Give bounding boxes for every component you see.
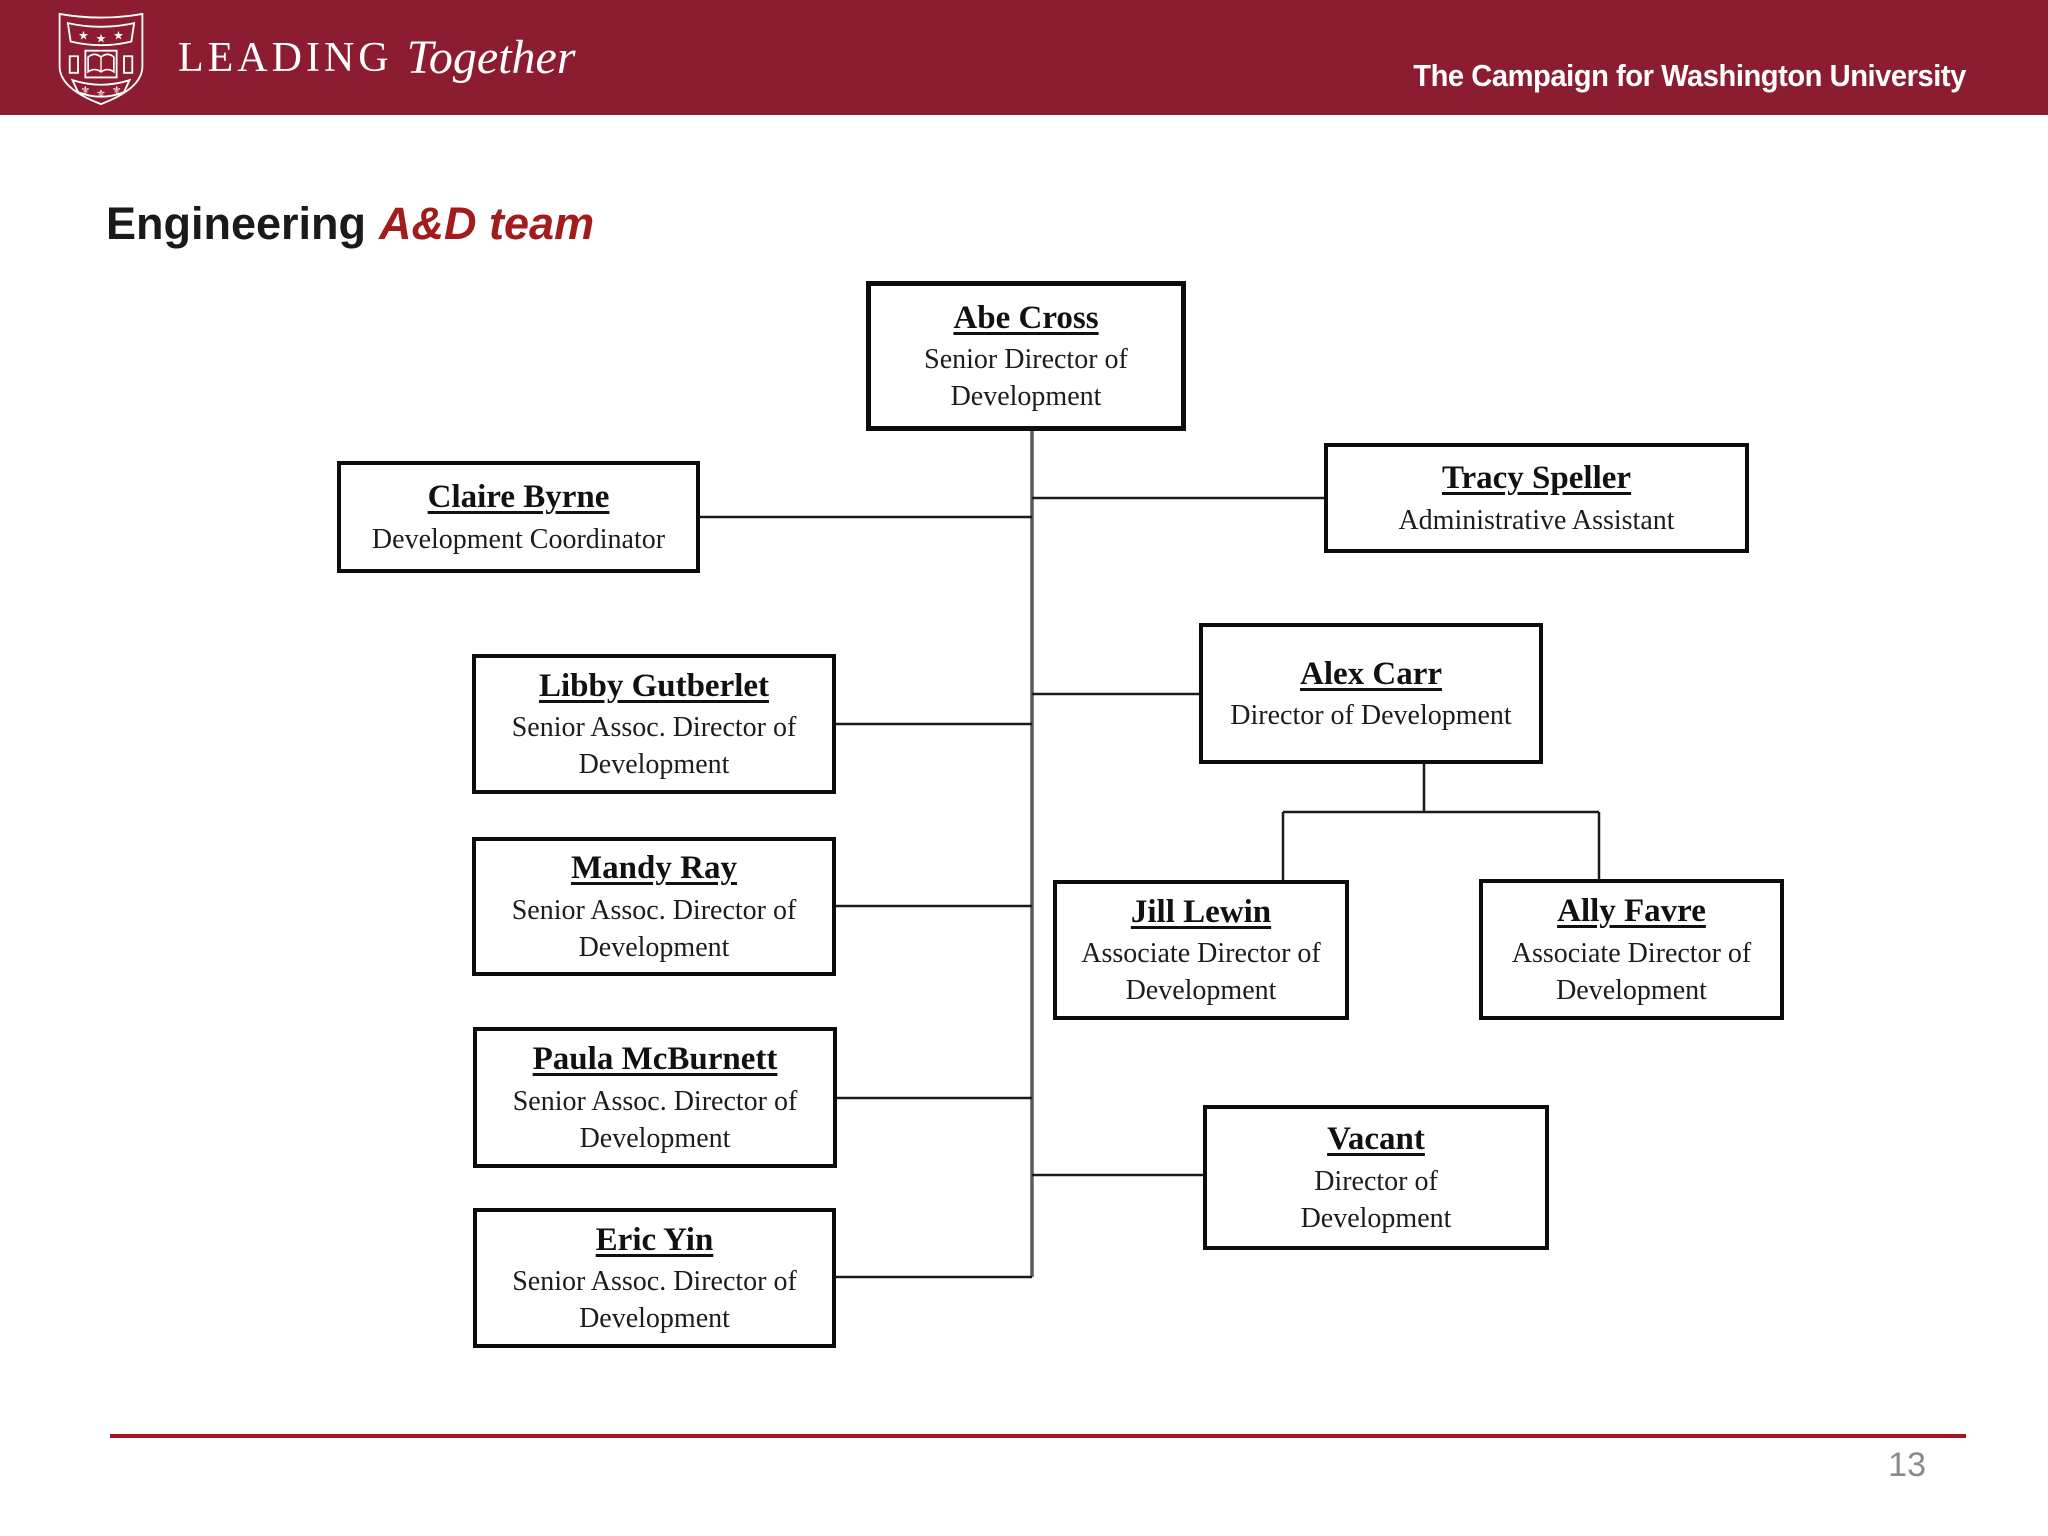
person-role: Senior Assoc. Director of Development bbox=[511, 894, 797, 963]
person-name: Mandy Ray bbox=[571, 850, 737, 887]
footer-divider-line bbox=[110, 1434, 1966, 1438]
person-role: Senior Assoc. Director of Development bbox=[512, 1085, 798, 1154]
svg-text:⚜: ⚜ bbox=[80, 84, 90, 97]
person-name: Alex Carr bbox=[1299, 655, 1443, 692]
person-name: Abe Cross bbox=[953, 299, 1099, 336]
svg-text:⚜: ⚜ bbox=[96, 88, 106, 101]
person-role: Associate Director of Development bbox=[1081, 938, 1321, 1007]
page-title-accent: A&D team bbox=[379, 198, 595, 249]
org-node-jill-lewin: Jill Lewin Associate Director of Develop… bbox=[1053, 880, 1349, 1020]
svg-text:★: ★ bbox=[113, 29, 124, 43]
person-name: Jill Lewin bbox=[1130, 893, 1272, 930]
person-role: Director of Development bbox=[1230, 700, 1512, 732]
org-node-libby-gutberlet: Libby Gutberlet Senior Assoc. Director o… bbox=[472, 654, 836, 794]
org-node-alex-carr: Alex Carr Director of Development bbox=[1199, 623, 1543, 764]
brand-leading: LEADING bbox=[178, 34, 393, 81]
org-node-claire-byrne: Claire Byrne Development Coordinator bbox=[337, 461, 700, 573]
campaign-title: The Campaign for Washington University bbox=[1413, 58, 1966, 93]
person-name: Eric Yin bbox=[595, 1221, 714, 1258]
org-node-mandy-ray: Mandy Ray Senior Assoc. Director of Deve… bbox=[472, 837, 836, 976]
org-node-abe-cross: Abe Cross Senior Director of Development bbox=[866, 281, 1186, 431]
campaign-logo-text: LEADING Together bbox=[178, 0, 576, 115]
washu-shield-icon: ★ ★ ★ ⚜ ⚜ ⚜ bbox=[58, 12, 144, 106]
person-role: Director of Development bbox=[1300, 1165, 1452, 1234]
person-name: Ally Favre bbox=[1557, 893, 1706, 930]
person-name: Vacant bbox=[1327, 1121, 1425, 1158]
brand-together: Together bbox=[406, 31, 576, 84]
person-role: Administrative Assistant bbox=[1398, 504, 1675, 536]
svg-text:★: ★ bbox=[78, 29, 89, 43]
org-node-ally-favre: Ally Favre Associate Director of Develop… bbox=[1479, 879, 1784, 1020]
org-node-paula-mcburnett: Paula McBurnett Senior Assoc. Director o… bbox=[473, 1027, 837, 1168]
page-title-plain: Engineering bbox=[106, 198, 367, 249]
person-role: Development Coordinator bbox=[371, 523, 666, 555]
person-role: Associate Director of Development bbox=[1511, 937, 1752, 1006]
person-role: Senior Director of Development bbox=[924, 344, 1128, 413]
org-node-eric-yin: Eric Yin Senior Assoc. Director of Devel… bbox=[473, 1208, 836, 1348]
svg-text:★: ★ bbox=[96, 31, 107, 45]
person-role: Senior Assoc. Director of Development bbox=[512, 1266, 797, 1335]
person-role: Senior Assoc. Director of Development bbox=[511, 712, 797, 781]
org-node-vacant: Vacant Director of Development bbox=[1203, 1105, 1549, 1250]
svg-text:⚜: ⚜ bbox=[112, 84, 122, 97]
person-name: Tracy Speller bbox=[1441, 460, 1632, 497]
person-name: Libby Gutberlet bbox=[538, 667, 770, 704]
person-name: Claire Byrne bbox=[427, 479, 610, 516]
page-number: 13 bbox=[1888, 1446, 1926, 1484]
person-name: Paula McBurnett bbox=[532, 1041, 778, 1078]
org-node-tracy-speller: Tracy Speller Administrative Assistant bbox=[1324, 443, 1749, 553]
header-banner: ★ ★ ★ ⚜ ⚜ ⚜ LEADING Together The Campaig… bbox=[0, 0, 2048, 115]
